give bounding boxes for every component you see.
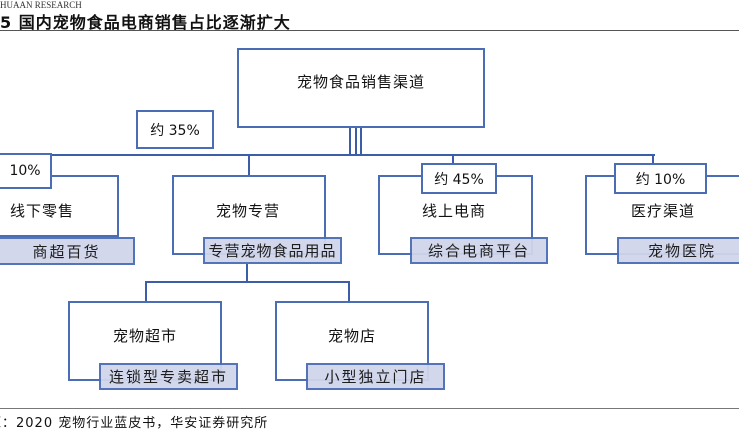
org-name: HUAAN RESEARCH xyxy=(0,0,82,10)
footer-divider xyxy=(0,408,739,409)
share-badge: 约 35% xyxy=(136,110,214,149)
connector xyxy=(349,128,351,155)
connector xyxy=(360,128,362,155)
connector xyxy=(452,155,454,163)
channel-name: 宠物专营 xyxy=(216,202,281,220)
title-divider xyxy=(0,30,739,31)
connector xyxy=(652,155,654,163)
node-name: 宠物店 xyxy=(328,327,377,345)
channel-name: 线上电商 xyxy=(422,202,487,220)
connector xyxy=(246,264,248,282)
source-note: 源：2020 宠物行业蓝皮书，华安证券研究所 xyxy=(0,416,269,431)
figure-title: 5 国内宠物食品电商销售占比逐渐扩大 xyxy=(0,13,291,32)
connector xyxy=(355,128,357,155)
sub-label: 小型独立门店 xyxy=(306,363,445,390)
root-node: 宠物食品销售渠道 xyxy=(237,48,485,128)
sub-label: 商超百货 xyxy=(0,237,135,265)
connector xyxy=(145,281,350,283)
sub-label: 专营宠物食品用品 xyxy=(203,237,342,264)
connector xyxy=(248,155,250,175)
share-badge: 约 10% xyxy=(614,163,707,194)
channel-name: 线下零售 xyxy=(10,202,75,220)
connector xyxy=(348,281,350,301)
node-name: 宠物超市 xyxy=(113,327,178,345)
root-label: 宠物食品销售渠道 xyxy=(296,72,425,91)
share-badge: 约 45% xyxy=(421,163,497,194)
channel-name: 医疗渠道 xyxy=(631,202,696,220)
connector xyxy=(0,154,655,156)
share-badge: 10% xyxy=(0,153,52,189)
sub-label: 宠物医院 xyxy=(617,237,739,264)
connector xyxy=(145,281,147,301)
sub-label: 综合电商平台 xyxy=(410,237,548,264)
sub-label: 连锁型专卖超市 xyxy=(99,363,238,390)
